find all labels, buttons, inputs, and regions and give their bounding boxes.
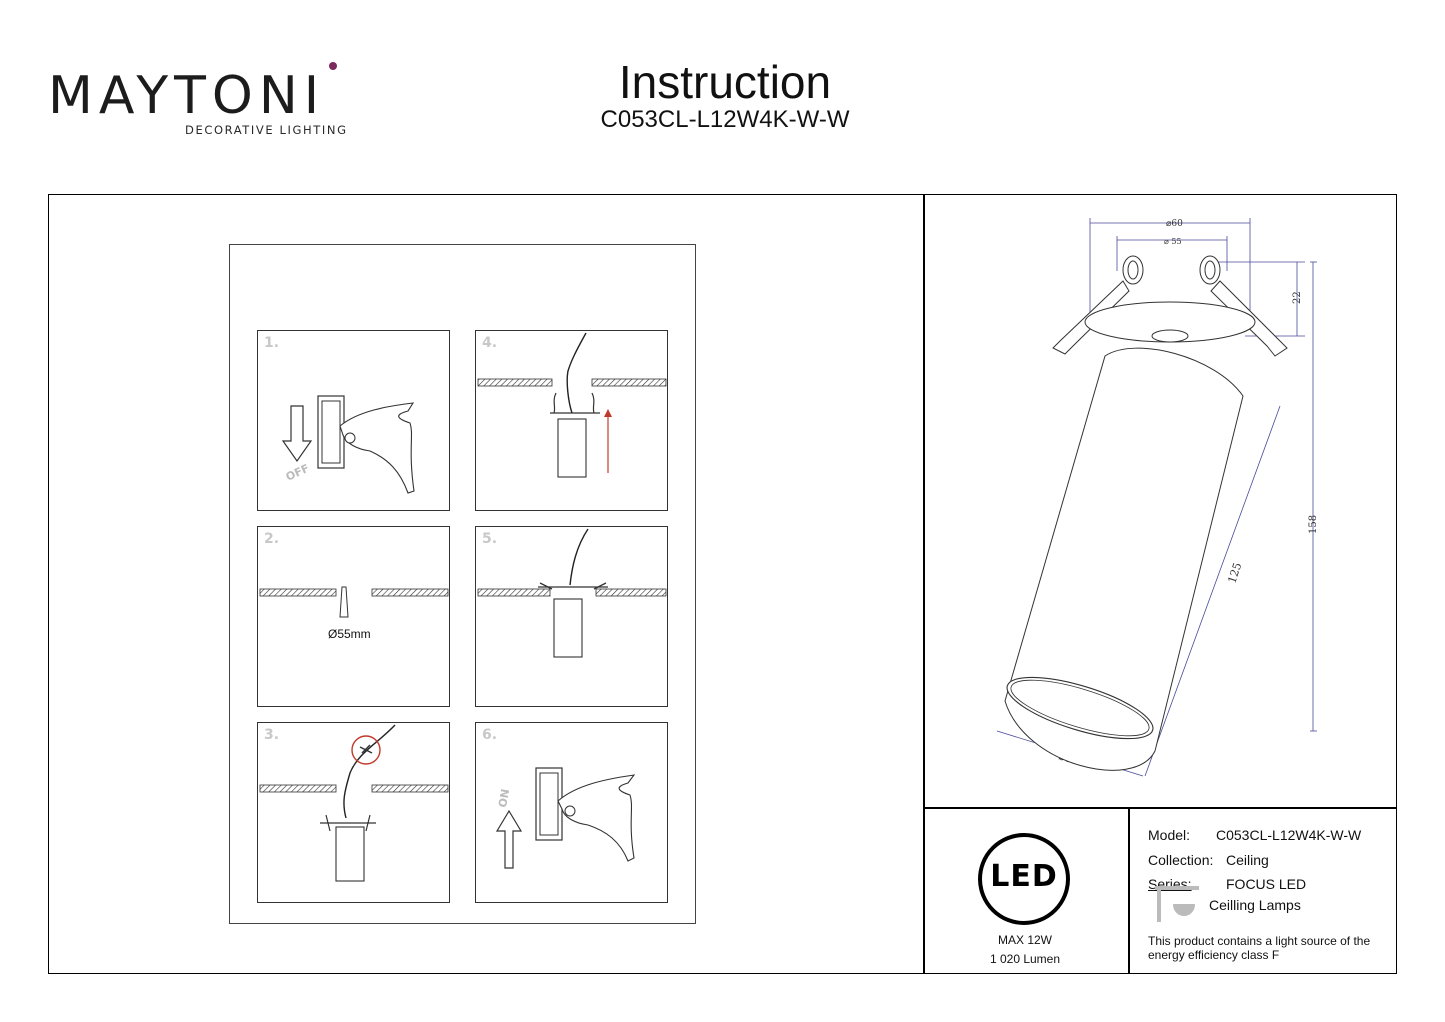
- spec-series-value: FOCUS LED: [1226, 876, 1307, 892]
- step-4: 4.: [475, 330, 668, 511]
- step-2: 2. Ø55mm: [257, 526, 450, 707]
- step-number: 2.: [264, 531, 280, 547]
- technical-drawing: ⌀60 ⌀ 55 22 158 125 ⌀52: [996, 218, 1319, 777]
- step-6: 6. ON: [475, 722, 668, 903]
- total-height-label: 158: [1308, 515, 1319, 534]
- step-5: 5.: [475, 526, 668, 707]
- off-label: OFF: [284, 462, 312, 484]
- brand-name: MAYTONI: [48, 66, 326, 126]
- ceiling-lamp-icon: [1155, 886, 1199, 922]
- power-rating: MAX 12W: [997, 933, 1052, 947]
- cutout-diameter-dim: ⌀ 55: [1164, 237, 1182, 246]
- step-number: 4.: [482, 335, 498, 351]
- step-3: 3.: [257, 722, 450, 903]
- lamp-type-label: Ceilling Lamps: [1209, 897, 1301, 913]
- frame-divider-horizontal: [923, 807, 1397, 809]
- led-badge-text: LED: [990, 859, 1058, 894]
- lamp-tube: [1004, 347, 1244, 771]
- pivot-joint: [1151, 329, 1189, 343]
- frame-divider-vertical: [923, 194, 925, 974]
- step-number: 3.: [264, 727, 280, 743]
- brand-logo: MAYTONI DECORATIVE LIGHTING: [48, 58, 348, 138]
- switch-off-icon: [281, 395, 415, 494]
- outer-diameter-label: ⌀60: [1166, 219, 1183, 229]
- mounted-lamp-icon: [477, 528, 667, 658]
- switch-on-icon: [495, 767, 636, 869]
- logo-dot-icon: [329, 62, 337, 70]
- on-label: ON: [496, 788, 512, 809]
- lumen-rating: 1 020 Lumen: [989, 952, 1061, 966]
- brand-tagline: DECORATIVE LIGHTING: [185, 123, 348, 137]
- off-label-art: OFF: [284, 462, 312, 484]
- cutout-diameter-label: Ø55mm: [328, 627, 371, 641]
- ceiling-cutout-icon: [259, 586, 449, 618]
- document-frame: [48, 194, 1397, 974]
- led-badge: LED: [978, 833, 1070, 925]
- installation-steps-panel: 1. OFF 2. Ø55mm 3.: [229, 244, 696, 924]
- wire-connection-icon: [259, 724, 449, 882]
- page-model-number: C053CL-L12W4K-W-W: [600, 106, 850, 133]
- spec-collection-value: Ceiling: [1226, 852, 1269, 868]
- step-number: 1.: [264, 335, 280, 351]
- on-label-art: ON: [496, 788, 512, 809]
- spec-divider-vertical: [1128, 807, 1130, 974]
- step-number: 6.: [482, 727, 498, 743]
- insert-lamp-icon: [477, 332, 667, 478]
- spec-model-value: C053CL-L12W4K-W-W: [1216, 827, 1362, 843]
- spec-model-label: Model:: [1148, 827, 1191, 843]
- step-1: 1. OFF: [257, 330, 450, 511]
- energy-efficiency-note: This product contains a light source of …: [1148, 934, 1371, 962]
- step-number: 5.: [482, 531, 498, 547]
- lamp-aperture: [1006, 676, 1154, 740]
- page-title: Instruction: [618, 56, 832, 108]
- spec-collection-label: Collection:: [1148, 852, 1214, 868]
- tube-length-label: 125: [1225, 561, 1244, 585]
- mount-depth-label: 22: [1292, 291, 1303, 304]
- lamp-aperture-inner: [1010, 679, 1150, 737]
